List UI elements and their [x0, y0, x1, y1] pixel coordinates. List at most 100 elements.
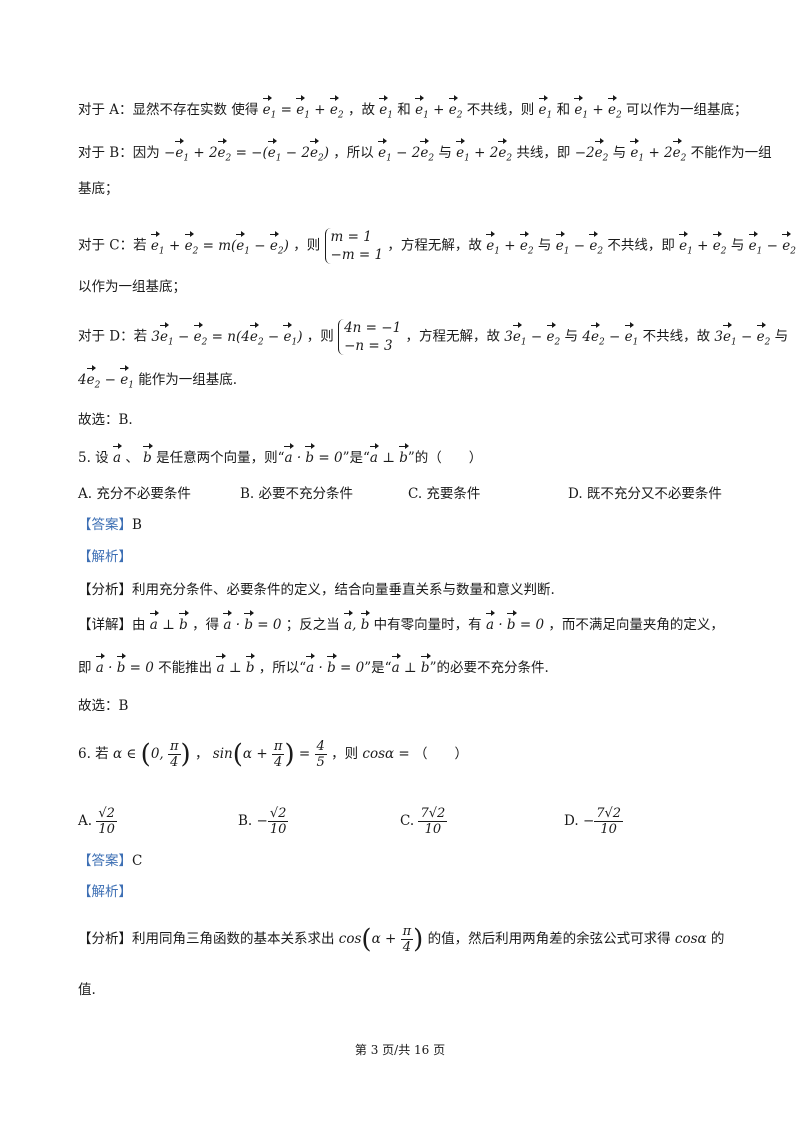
- text: 以作为一组基底；: [78, 279, 186, 295]
- text: 和: [397, 102, 411, 118]
- text: 与: [612, 145, 627, 161]
- math-expr: a · b = 0: [95, 653, 154, 676]
- text: ”的（ ）: [407, 450, 483, 466]
- math-expr: −e1 + 2e2 = −(e1 − 2e2): [164, 138, 329, 164]
- fenxi-tag: 【分析】: [78, 931, 132, 947]
- xiangjie-tag: 【详解】: [78, 617, 132, 633]
- math-expr: a · b = 0: [284, 443, 343, 466]
- text: 是任意两个向量，则“: [156, 450, 285, 466]
- math-expr: a ⊥ b: [391, 653, 431, 676]
- text: 即: [78, 660, 92, 676]
- math-expr: a · b = 0: [485, 610, 545, 633]
- math-expr: e1 + e2 = m(e1 − e2): [150, 230, 289, 257]
- text: 不共线，故: [642, 328, 711, 345]
- text: ，所以: [333, 145, 374, 161]
- text: 共线，即: [516, 145, 571, 161]
- option-d-line2: 4e2 − e1 能作为一组基底.: [78, 365, 237, 396]
- math-expr: a, b: [344, 610, 371, 633]
- math-expr: a · b = 0: [306, 653, 365, 676]
- q6-analysis-tag: 【解析】: [78, 882, 132, 902]
- text: A.: [78, 813, 93, 829]
- q5-xiangjie: 【详解】由 a ⊥ b ，得 a · b = 0 ；反之当 a, b 中有零向量…: [78, 610, 724, 635]
- math-expr: a · b = 0: [223, 610, 282, 633]
- math-expr: e1 = e1 + e2: [262, 95, 344, 121]
- text: 故选：B: [78, 698, 129, 714]
- math-expr: e1 − e2: [748, 230, 796, 257]
- math-expr: e1 + e2: [679, 230, 727, 257]
- text: 不共线，即: [607, 237, 675, 254]
- text: 中有零向量时，有: [373, 617, 482, 633]
- text: ，方程无解，故: [387, 237, 482, 254]
- text: 对于 A：显然不存在实数: [78, 102, 228, 118]
- text: 不能推出: [158, 660, 213, 676]
- text: 利用同角三角函数的基本关系求出: [132, 931, 335, 947]
- text: ，方程无解，故: [405, 328, 500, 345]
- text: 的: [710, 931, 725, 947]
- text: 与: [730, 237, 745, 254]
- math-expr: a ⊥ b: [216, 653, 256, 676]
- math-expr: e1 − 2e2: [378, 138, 435, 164]
- text: 对于 C：若: [78, 237, 147, 254]
- answer-tag: 【答案】: [78, 853, 132, 869]
- text: ，: [195, 746, 209, 762]
- math-expr: e1 + e2: [574, 95, 622, 121]
- option-c-analysis: 对于 C：若 e1 + e2 = m(e1 − e2) ，则 m = 1−m =…: [78, 228, 800, 264]
- math-expr: a: [112, 443, 123, 466]
- text: ；反之当: [285, 617, 340, 633]
- math-expr: cosα =: [362, 746, 410, 762]
- q5-option-c: C. 充要条件: [408, 486, 481, 502]
- q5-choose: 故选：B: [78, 696, 128, 716]
- q5-xiangjie-line2: 即 a · b = 0 不能推出 a ⊥ b ，所以“a · b = 0”是“a…: [78, 653, 549, 678]
- q5-fenxi: 【分析】利用充分条件、必要条件的定义，结合向量垂直关系与数量和意义判断.: [78, 580, 555, 600]
- math-expr: e1 + 2e2: [456, 138, 513, 164]
- answer-value: C: [132, 853, 143, 869]
- math-expr: 3e1 − e2: [714, 321, 771, 348]
- q5-answer: 【答案】B: [78, 515, 142, 535]
- text: 基底；: [78, 181, 119, 197]
- text: ”是“: [342, 450, 370, 466]
- text: D.: [564, 813, 579, 829]
- math-expr: e1: [379, 95, 393, 121]
- text: 使得: [231, 102, 259, 118]
- text: 利用充分条件、必要条件的定义，结合向量垂直关系与数量和意义判断.: [132, 582, 555, 598]
- equation-system: m = 1−m = 1: [324, 228, 383, 264]
- text: 故选：B.: [78, 412, 133, 428]
- text: ”是“: [364, 660, 392, 676]
- text: 对于 D：若: [78, 328, 148, 345]
- math-expr: 3e1 − e2: [504, 321, 561, 348]
- analysis-tag: 【解析】: [78, 884, 132, 900]
- text: 与: [564, 328, 579, 345]
- math-expr: cosα: [674, 931, 707, 947]
- choose-line: 故选：B.: [78, 410, 133, 430]
- text: 、: [125, 450, 139, 466]
- math-expr: 4e2 − e1: [582, 321, 639, 348]
- q5-stem: 5. 设 a 、 b 是任意两个向量，则“a · b = 0”是“a ⊥ b”的…: [78, 443, 483, 468]
- page-footer: 第 3 页/共 16 页: [354, 1043, 446, 1057]
- math-expr: e1 + 2e2: [630, 138, 687, 164]
- q5-option-a: A. 充分不必要条件: [78, 486, 191, 502]
- option-c-line2: 以作为一组基底；: [78, 277, 186, 297]
- answer-tag: 【答案】: [78, 517, 132, 533]
- q6-answer: 【答案】C: [78, 851, 142, 871]
- math-expr: e1 − e2: [555, 230, 604, 257]
- text: 与: [537, 237, 552, 254]
- q6-fenxi-line2: 值.: [78, 980, 96, 1000]
- text: ，故: [347, 102, 375, 118]
- math-expr: a ⊥ b: [369, 443, 409, 466]
- math-expr: 3e1 − e2 = n(4e2 − e1): [151, 321, 303, 348]
- q5-option-d: D. 既不充分又不必要条件: [568, 486, 722, 502]
- text: m = 1: [330, 229, 372, 245]
- text: 与: [774, 328, 789, 345]
- text: 4n = −1: [344, 320, 402, 336]
- text: （ ）: [414, 746, 469, 762]
